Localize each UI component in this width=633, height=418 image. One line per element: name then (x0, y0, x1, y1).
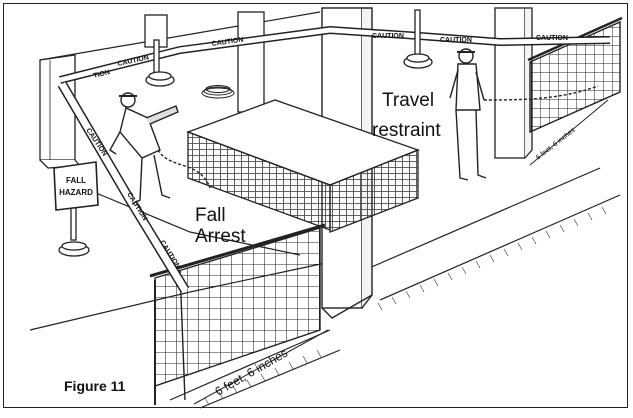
travel-restraint-label-line1: Travel (382, 90, 434, 111)
figure-caption: Figure 11 (64, 378, 125, 394)
fall-arrest-label-line2: Arrest (195, 226, 246, 247)
fall-arrest-label-line1: Fall (195, 205, 226, 226)
figure-frame (3, 3, 628, 408)
travel-restraint-label-line2: restraint (372, 120, 441, 141)
